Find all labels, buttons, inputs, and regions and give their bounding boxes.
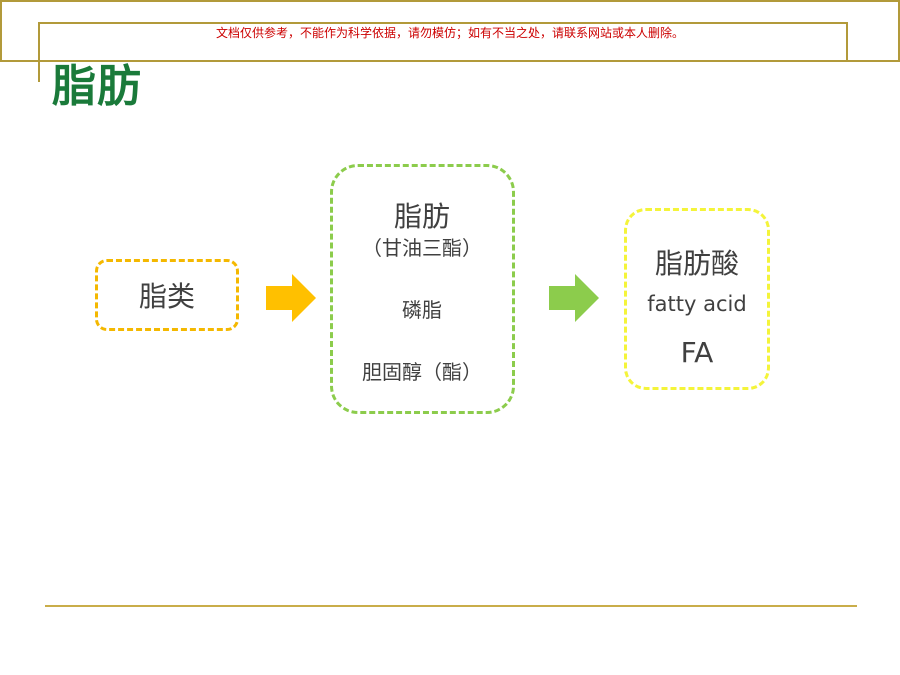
footer-rule	[45, 605, 857, 607]
fat-heading: 脂肪	[393, 200, 451, 233]
slide-title: 脂肪	[52, 61, 142, 112]
fatty-acid-english: fatty acid	[647, 292, 747, 316]
lipid-label: 脂类	[138, 280, 196, 313]
lipid-box	[95, 259, 239, 331]
arrow-right-icon	[549, 274, 599, 322]
phospholipid-label: 磷脂	[402, 298, 442, 322]
header-left-rule	[38, 22, 40, 82]
header-inner-rule	[38, 22, 846, 24]
fatty-acid-heading: 脂肪酸	[654, 247, 740, 280]
header-right-rule	[846, 22, 848, 62]
arrow-right-icon	[266, 274, 316, 322]
header-frame	[0, 0, 900, 62]
fatty-acid-box	[624, 208, 770, 390]
disclaimer-text: 文档仅供参考，不能作为科学依据，请勿模仿；如有不当之处，请联系网站或本人删除。	[215, 26, 684, 40]
cholesterol-label: 胆固醇（酯）	[362, 360, 482, 384]
fat-subheading: （甘油三酯）	[362, 236, 482, 260]
fatty-acid-abbr: FA	[680, 336, 714, 369]
fat-box	[330, 164, 515, 414]
